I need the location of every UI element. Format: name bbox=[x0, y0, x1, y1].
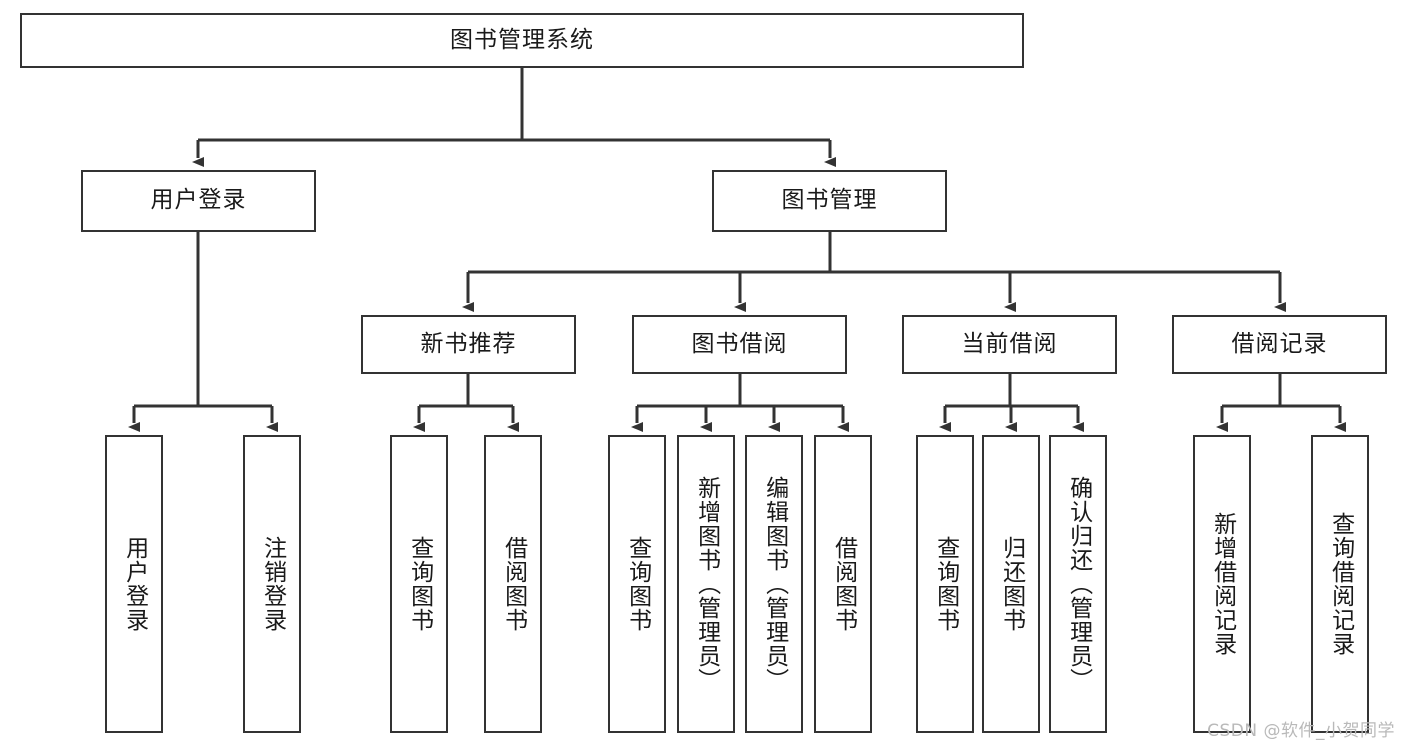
leaf-query-book-1-label: 查询图书 bbox=[406, 536, 433, 632]
node-book-management-label: 图书管理 bbox=[781, 187, 878, 214]
leaf-borrow-book-2[interactable]: 借阅图书 bbox=[814, 435, 872, 733]
node-book-management[interactable]: 图书管理 bbox=[712, 170, 947, 232]
leaf-confirm-return[interactable]: 确认归还（管理员） bbox=[1049, 435, 1107, 733]
node-borrow-record-label: 借阅记录 bbox=[1231, 330, 1328, 357]
leaf-query-record-label: 查询借阅记录 bbox=[1327, 512, 1354, 656]
leaf-query-book-2[interactable]: 查询图书 bbox=[608, 435, 666, 733]
node-root[interactable]: 图书管理系统 bbox=[20, 13, 1024, 68]
leaf-edit-book-label: 编辑图书（管理员） bbox=[761, 476, 788, 692]
leaf-logout-login-label: 注销登录 bbox=[259, 536, 286, 632]
node-current-borrow-label: 当前借阅 bbox=[961, 330, 1058, 357]
leaf-query-book-1[interactable]: 查询图书 bbox=[390, 435, 448, 733]
node-borrow-record[interactable]: 借阅记录 bbox=[1172, 315, 1387, 374]
node-current-borrow[interactable]: 当前借阅 bbox=[902, 315, 1117, 374]
leaf-return-book[interactable]: 归还图书 bbox=[982, 435, 1040, 733]
leaf-add-record[interactable]: 新增借阅记录 bbox=[1193, 435, 1251, 733]
leaf-borrow-book-1[interactable]: 借阅图书 bbox=[484, 435, 542, 733]
leaf-add-book-label: 新增图书（管理员） bbox=[693, 476, 720, 692]
node-new-book-recommend[interactable]: 新书推荐 bbox=[361, 315, 576, 374]
leaf-return-book-label: 归还图书 bbox=[998, 536, 1025, 632]
leaf-user-login[interactable]: 用户登录 bbox=[105, 435, 163, 733]
node-book-borrow-label: 图书借阅 bbox=[691, 330, 788, 357]
leaf-user-login-label: 用户登录 bbox=[121, 536, 148, 632]
leaf-add-book[interactable]: 新增图书（管理员） bbox=[677, 435, 735, 733]
watermark: CSDN @软件_小贺同学 bbox=[1207, 721, 1395, 741]
node-root-label: 图书管理系统 bbox=[450, 26, 594, 53]
leaf-query-book-3[interactable]: 查询图书 bbox=[916, 435, 974, 733]
leaf-query-record[interactable]: 查询借阅记录 bbox=[1311, 435, 1369, 733]
leaf-query-book-2-label: 查询图书 bbox=[624, 536, 651, 632]
node-book-borrow[interactable]: 图书借阅 bbox=[632, 315, 847, 374]
leaf-borrow-book-1-label: 借阅图书 bbox=[500, 536, 527, 632]
node-new-book-recommend-label: 新书推荐 bbox=[420, 330, 517, 357]
leaf-add-record-label: 新增借阅记录 bbox=[1209, 512, 1236, 656]
node-user-login[interactable]: 用户登录 bbox=[81, 170, 316, 232]
node-user-login-label: 用户登录 bbox=[150, 187, 247, 214]
leaf-confirm-return-label: 确认归还（管理员） bbox=[1065, 476, 1092, 692]
leaf-borrow-book-2-label: 借阅图书 bbox=[830, 536, 857, 632]
leaf-logout-login[interactable]: 注销登录 bbox=[243, 435, 301, 733]
leaf-query-book-3-label: 查询图书 bbox=[932, 536, 959, 632]
leaf-edit-book[interactable]: 编辑图书（管理员） bbox=[745, 435, 803, 733]
